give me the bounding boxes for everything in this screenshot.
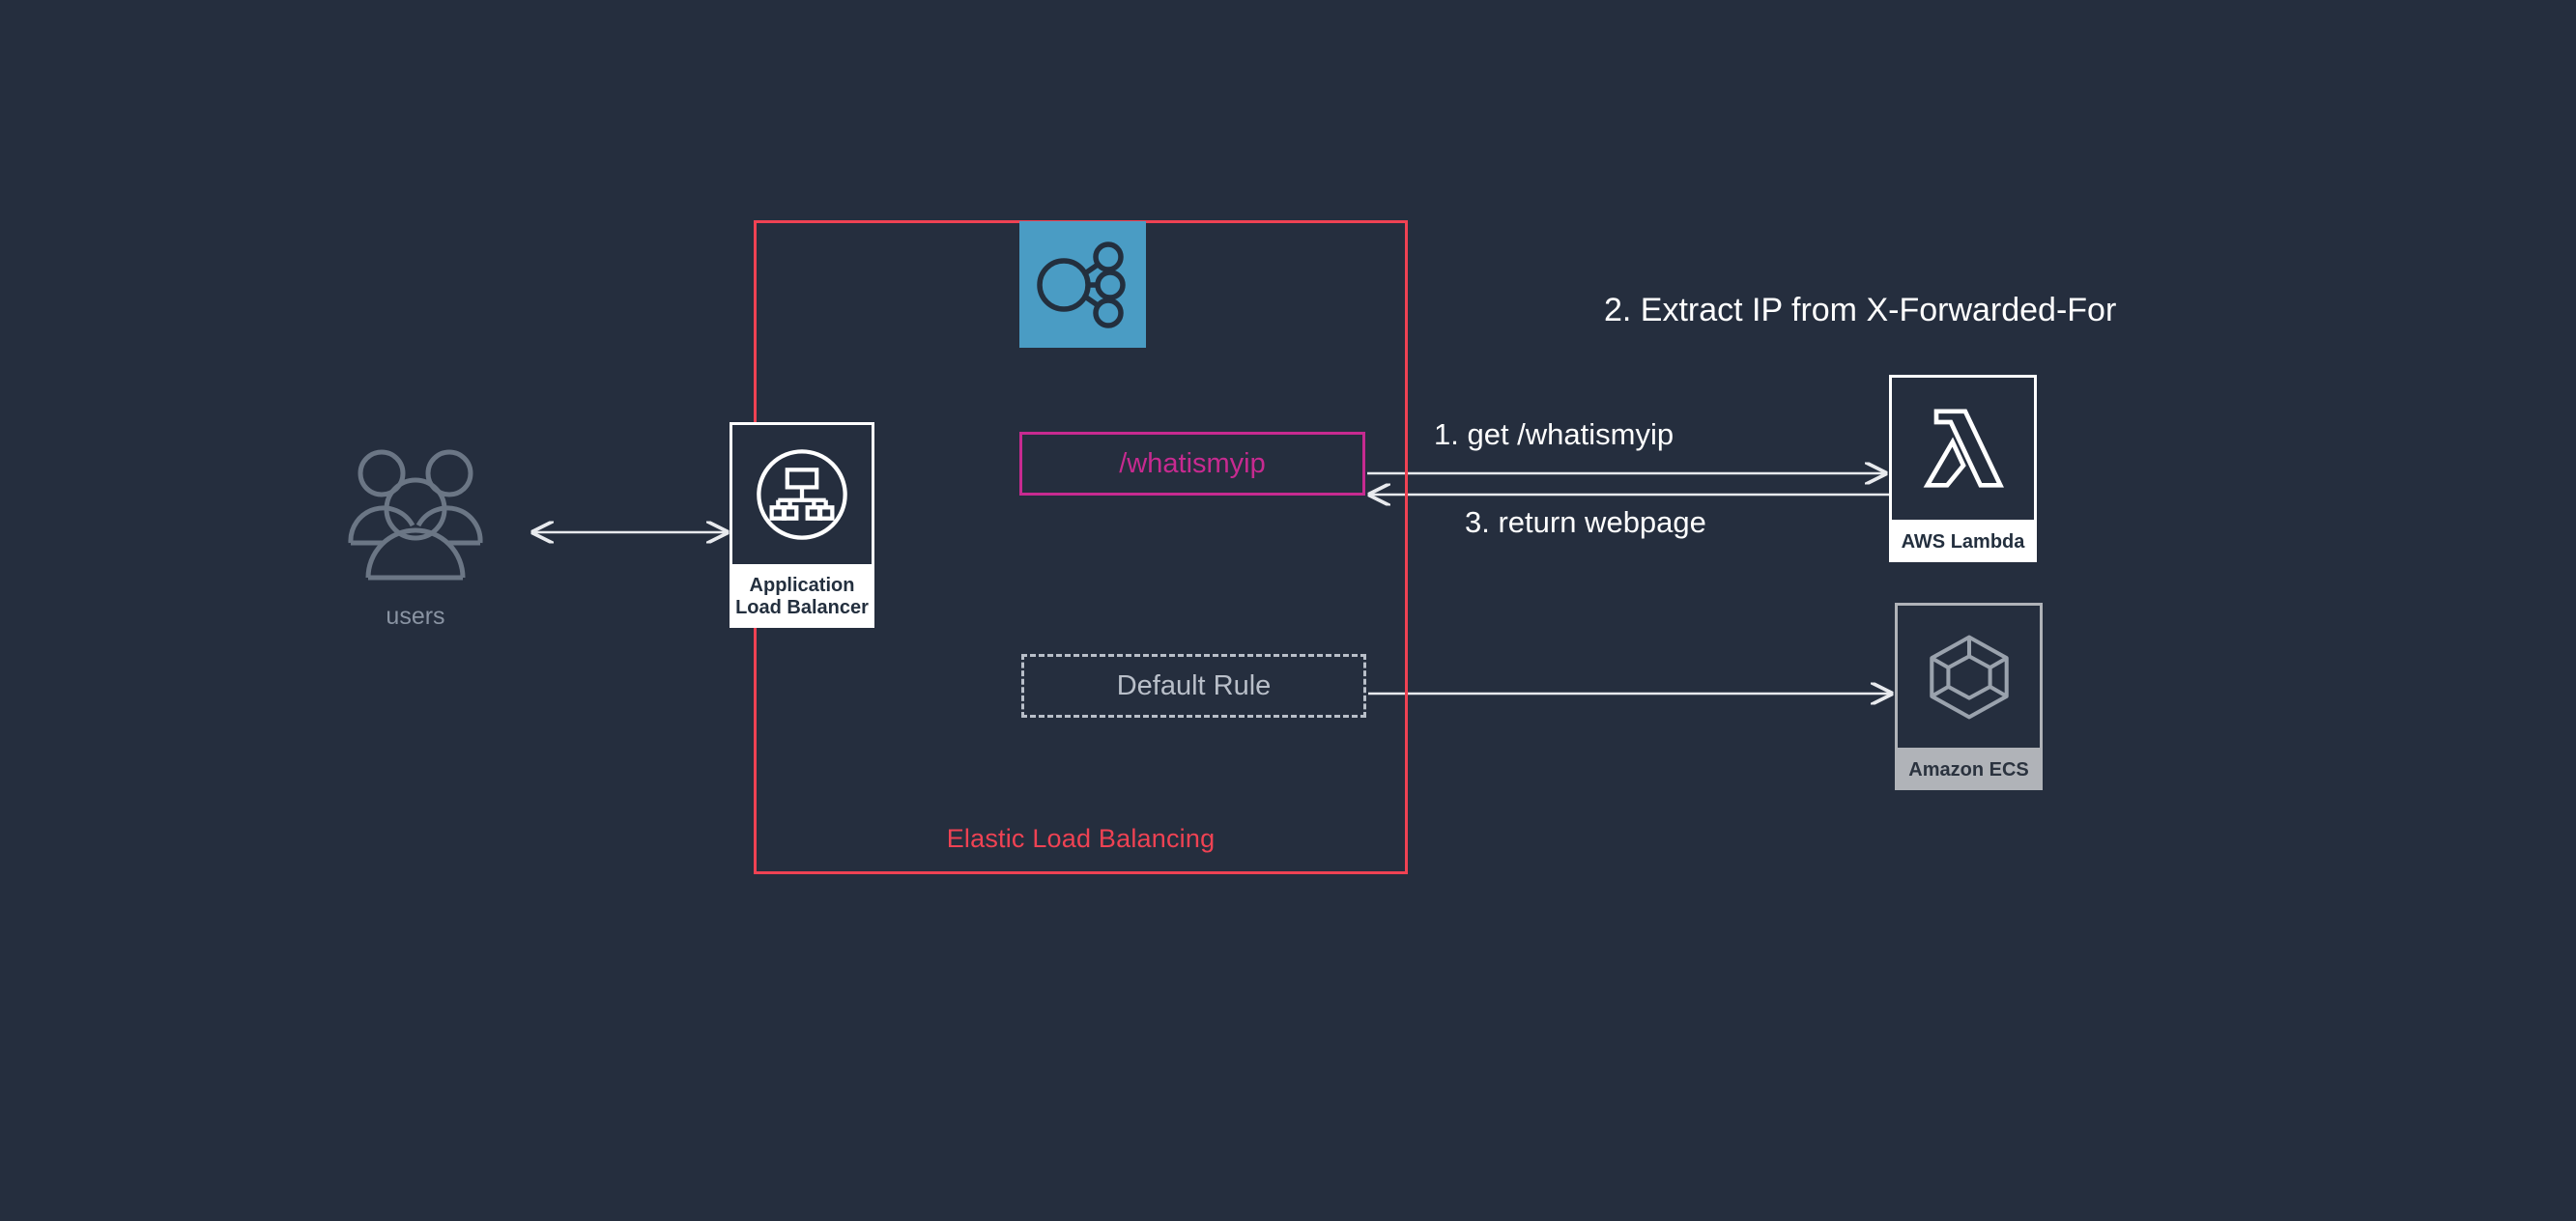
application-load-balancer-card[interactable]: Application Load Balancer (730, 422, 874, 628)
rule-whatismyip-label: /whatismyip (1119, 447, 1266, 479)
application-load-balancer-label: Application Load Balancer (730, 567, 874, 628)
aws-lambda-card[interactable]: AWS Lambda (1889, 375, 2037, 562)
elastic-load-balancing-icon (1019, 221, 1146, 348)
users-node: users (333, 437, 498, 649)
rule-whatismyip[interactable]: /whatismyip (1019, 432, 1365, 496)
amazon-ecs-icon (1895, 603, 2043, 751)
flow-step-1-label: 1. get /whatismyip (1434, 417, 1674, 451)
alb-label-line2: Load Balancer (735, 596, 869, 618)
rule-default-label: Default Rule (1116, 669, 1272, 701)
aws-lambda-label: AWS Lambda (1889, 523, 2037, 562)
elastic-load-balancing-label: Elastic Load Balancing (946, 824, 1216, 853)
amazon-ecs-card[interactable]: Amazon ECS (1895, 603, 2043, 790)
users-icon (348, 449, 483, 581)
flow-step-3-label: 3. return webpage (1465, 505, 1706, 539)
alb-label-line1: Application (749, 575, 855, 597)
rule-default[interactable]: Default Rule (1021, 654, 1366, 718)
amazon-ecs-label: Amazon ECS (1895, 751, 2043, 790)
aws-lambda-icon (1889, 375, 2037, 523)
application-load-balancer-icon (730, 422, 874, 567)
users-label: users (386, 603, 445, 630)
flow-step-2-label: 2. Extract IP from X-Forwarded-For (1604, 292, 2117, 328)
